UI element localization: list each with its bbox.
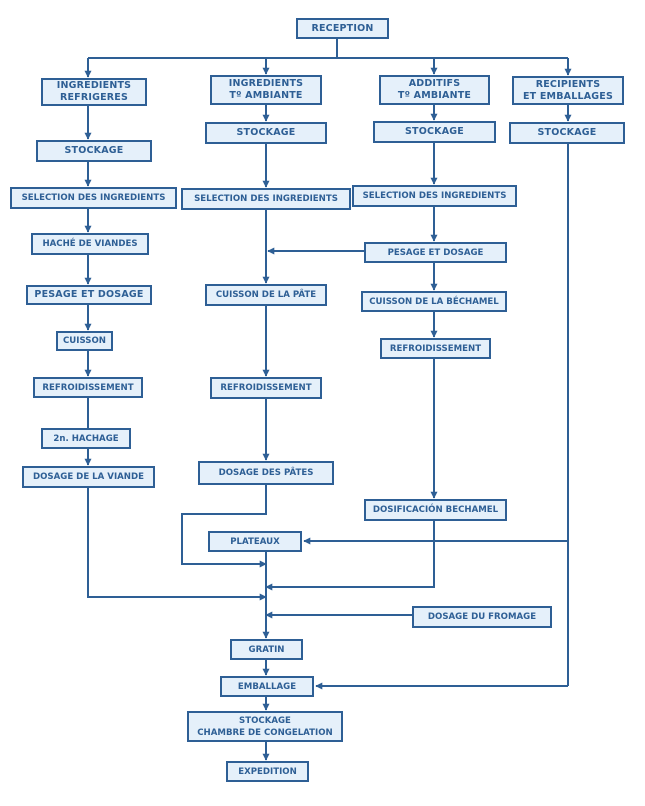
node-recipients-emballages: RECIPIENTS ET EMBALLAGES [512, 76, 624, 105]
node-c4-stockage: STOCKAGE [509, 122, 625, 144]
node-hache-viandes: HACHÉ DE VIANDES [31, 233, 149, 255]
node-stockage-congelation: STOCKAGE CHAMBRE DE CONGELATION [187, 711, 343, 742]
node-gratin: GRATIN [230, 639, 303, 660]
node-reception: RECEPTION [296, 18, 389, 39]
node-cuisson-bechamel: CUISSON DE LA BÉCHAMEL [361, 291, 507, 312]
node-c1-pesage-dosage: PESAGE ET DOSAGE [26, 285, 152, 305]
arrow-c2-to-main [181, 484, 267, 568]
arrow-c3-to-main [265, 520, 435, 591]
arrow-c1-to-main [87, 487, 267, 601]
node-ingredients-ambiante: INGREDIENTS Tº AMBIANTE [210, 75, 322, 105]
node-c1-refroidissement: REFROIDISSEMENT [33, 377, 143, 398]
node-emballage: EMBALLAGE [220, 676, 314, 697]
node-ingredients-refrigeres: INGREDIENTS REFRIGERES [41, 78, 147, 106]
node-c2-refroidissement: REFROIDISSEMENT [210, 377, 322, 399]
node-cuisson: CUISSON [56, 331, 113, 351]
node-c1-selection-ingredients: SELECTION DES INGREDIENTS [10, 187, 177, 209]
node-plateaux: PLATEAUX [208, 531, 302, 552]
node-c3-refroidissement: REFROIDISSEMENT [380, 338, 491, 359]
node-c3-selection-ingredients: SELECTION DES INGREDIENTS [352, 185, 517, 207]
node-expedition: EXPEDITION [226, 761, 309, 782]
node-c2-selection-ingredients: SELECTION DES INGREDIENTS [181, 188, 351, 210]
node-c3-pesage-dosage: PESAGE ET DOSAGE [364, 242, 507, 263]
node-c3-stockage: STOCKAGE [373, 121, 496, 143]
node-dosage-viande: DOSAGE DE LA VIANDE [22, 466, 155, 488]
node-dosage-pates: DOSAGE DES PÂTES [198, 461, 334, 485]
node-c2-stockage: STOCKAGE [205, 122, 327, 144]
node-cuisson-pate: CUISSON DE LA PÂTE [205, 284, 327, 306]
node-additifs-ambiante: ADDITIFS Tº AMBIANTE [379, 75, 490, 105]
node-dosage-fromage: DOSAGE DU FROMAGE [412, 606, 552, 628]
node-c1-stockage: STOCKAGE [36, 140, 152, 162]
node-2n-hachage: 2n. HACHAGE [41, 428, 131, 449]
node-dosificacion-bechamel: DOSIFICACIÓN BECHAMEL [364, 499, 507, 521]
